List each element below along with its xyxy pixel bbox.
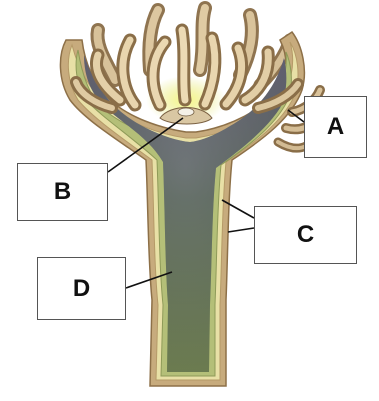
mouth-opening [178,108,194,116]
label-box-a: A [304,96,367,158]
label-b-text: B [54,178,71,206]
leader-line-c-lower [228,228,254,232]
label-c-text: C [297,221,314,249]
label-box-b: B [17,163,108,221]
label-d-text: D [73,275,90,303]
label-box-d: D [37,257,126,320]
label-a-text: A [327,113,344,141]
label-box-c: C [254,206,357,264]
